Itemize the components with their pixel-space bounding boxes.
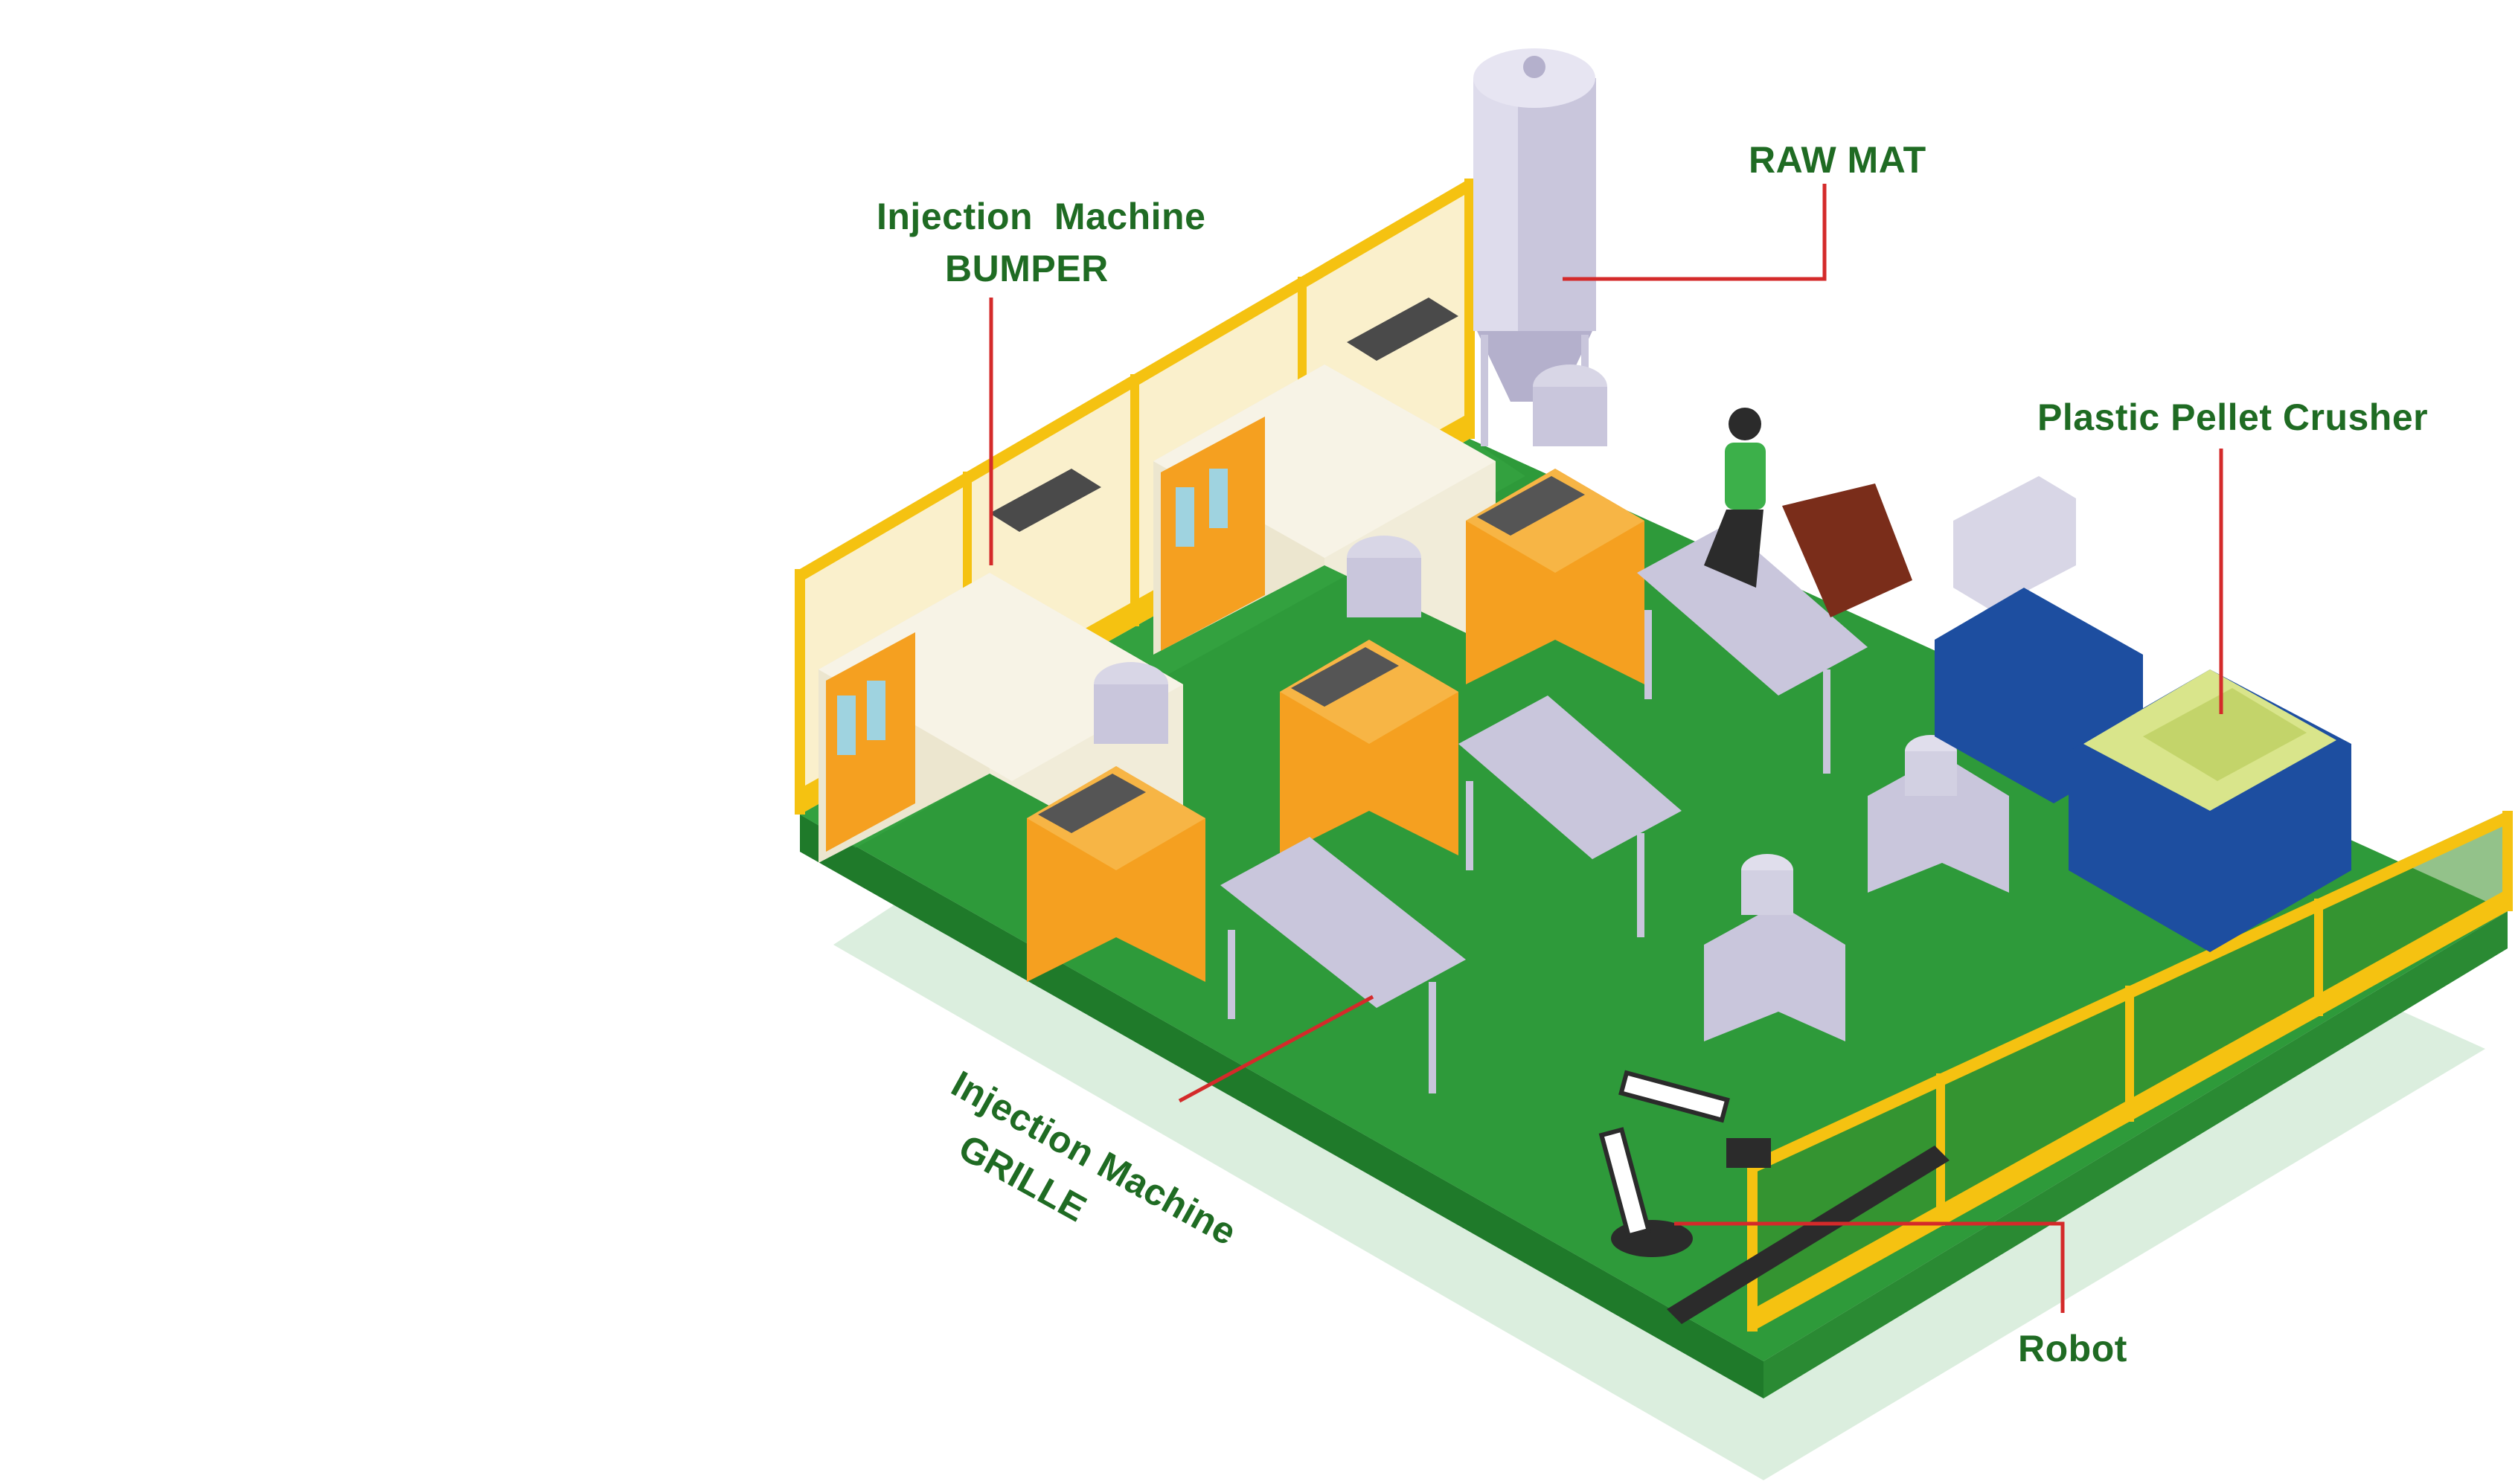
label-injection-machine-bumper-line1: Injection Machine	[877, 196, 1205, 237]
conveyor-3	[1637, 524, 1868, 774]
grille-machine-2	[1868, 735, 2009, 893]
conveyor-1	[1220, 837, 1466, 1093]
callout-lines	[989, 184, 2223, 1313]
front-fence	[1747, 811, 2513, 1332]
callout-line-grille	[1178, 995, 1374, 1103]
grille-machine-1	[1704, 854, 1845, 1041]
label-raw-mat: RAW MAT	[1749, 139, 1926, 181]
robotic-arm-icon	[1598, 1070, 1950, 1324]
raw-material-silo-icon	[1473, 48, 1596, 446]
injection-machine-2	[1280, 536, 1458, 855]
injection-machine-1	[1027, 662, 1205, 982]
label-injection-machine-bumper-line2: BUMPER	[945, 248, 1109, 289]
crusher-machine-icon	[1935, 476, 2351, 952]
worker-with-cart-icon	[1704, 408, 1912, 617]
conveyor-2	[1458, 696, 1682, 937]
bumper-booth-back	[1153, 298, 1496, 655]
label-robot: Robot	[2018, 1328, 2127, 1369]
label-plastic-pellet-crusher: Plastic Pellet Crusher	[2037, 396, 2428, 438]
bumper-booth-front	[818, 469, 1183, 878]
callout-line-raw-mat	[1563, 184, 1827, 281]
injection-machine-3	[1466, 364, 1644, 684]
callout-line-robot	[1674, 1221, 2065, 1313]
